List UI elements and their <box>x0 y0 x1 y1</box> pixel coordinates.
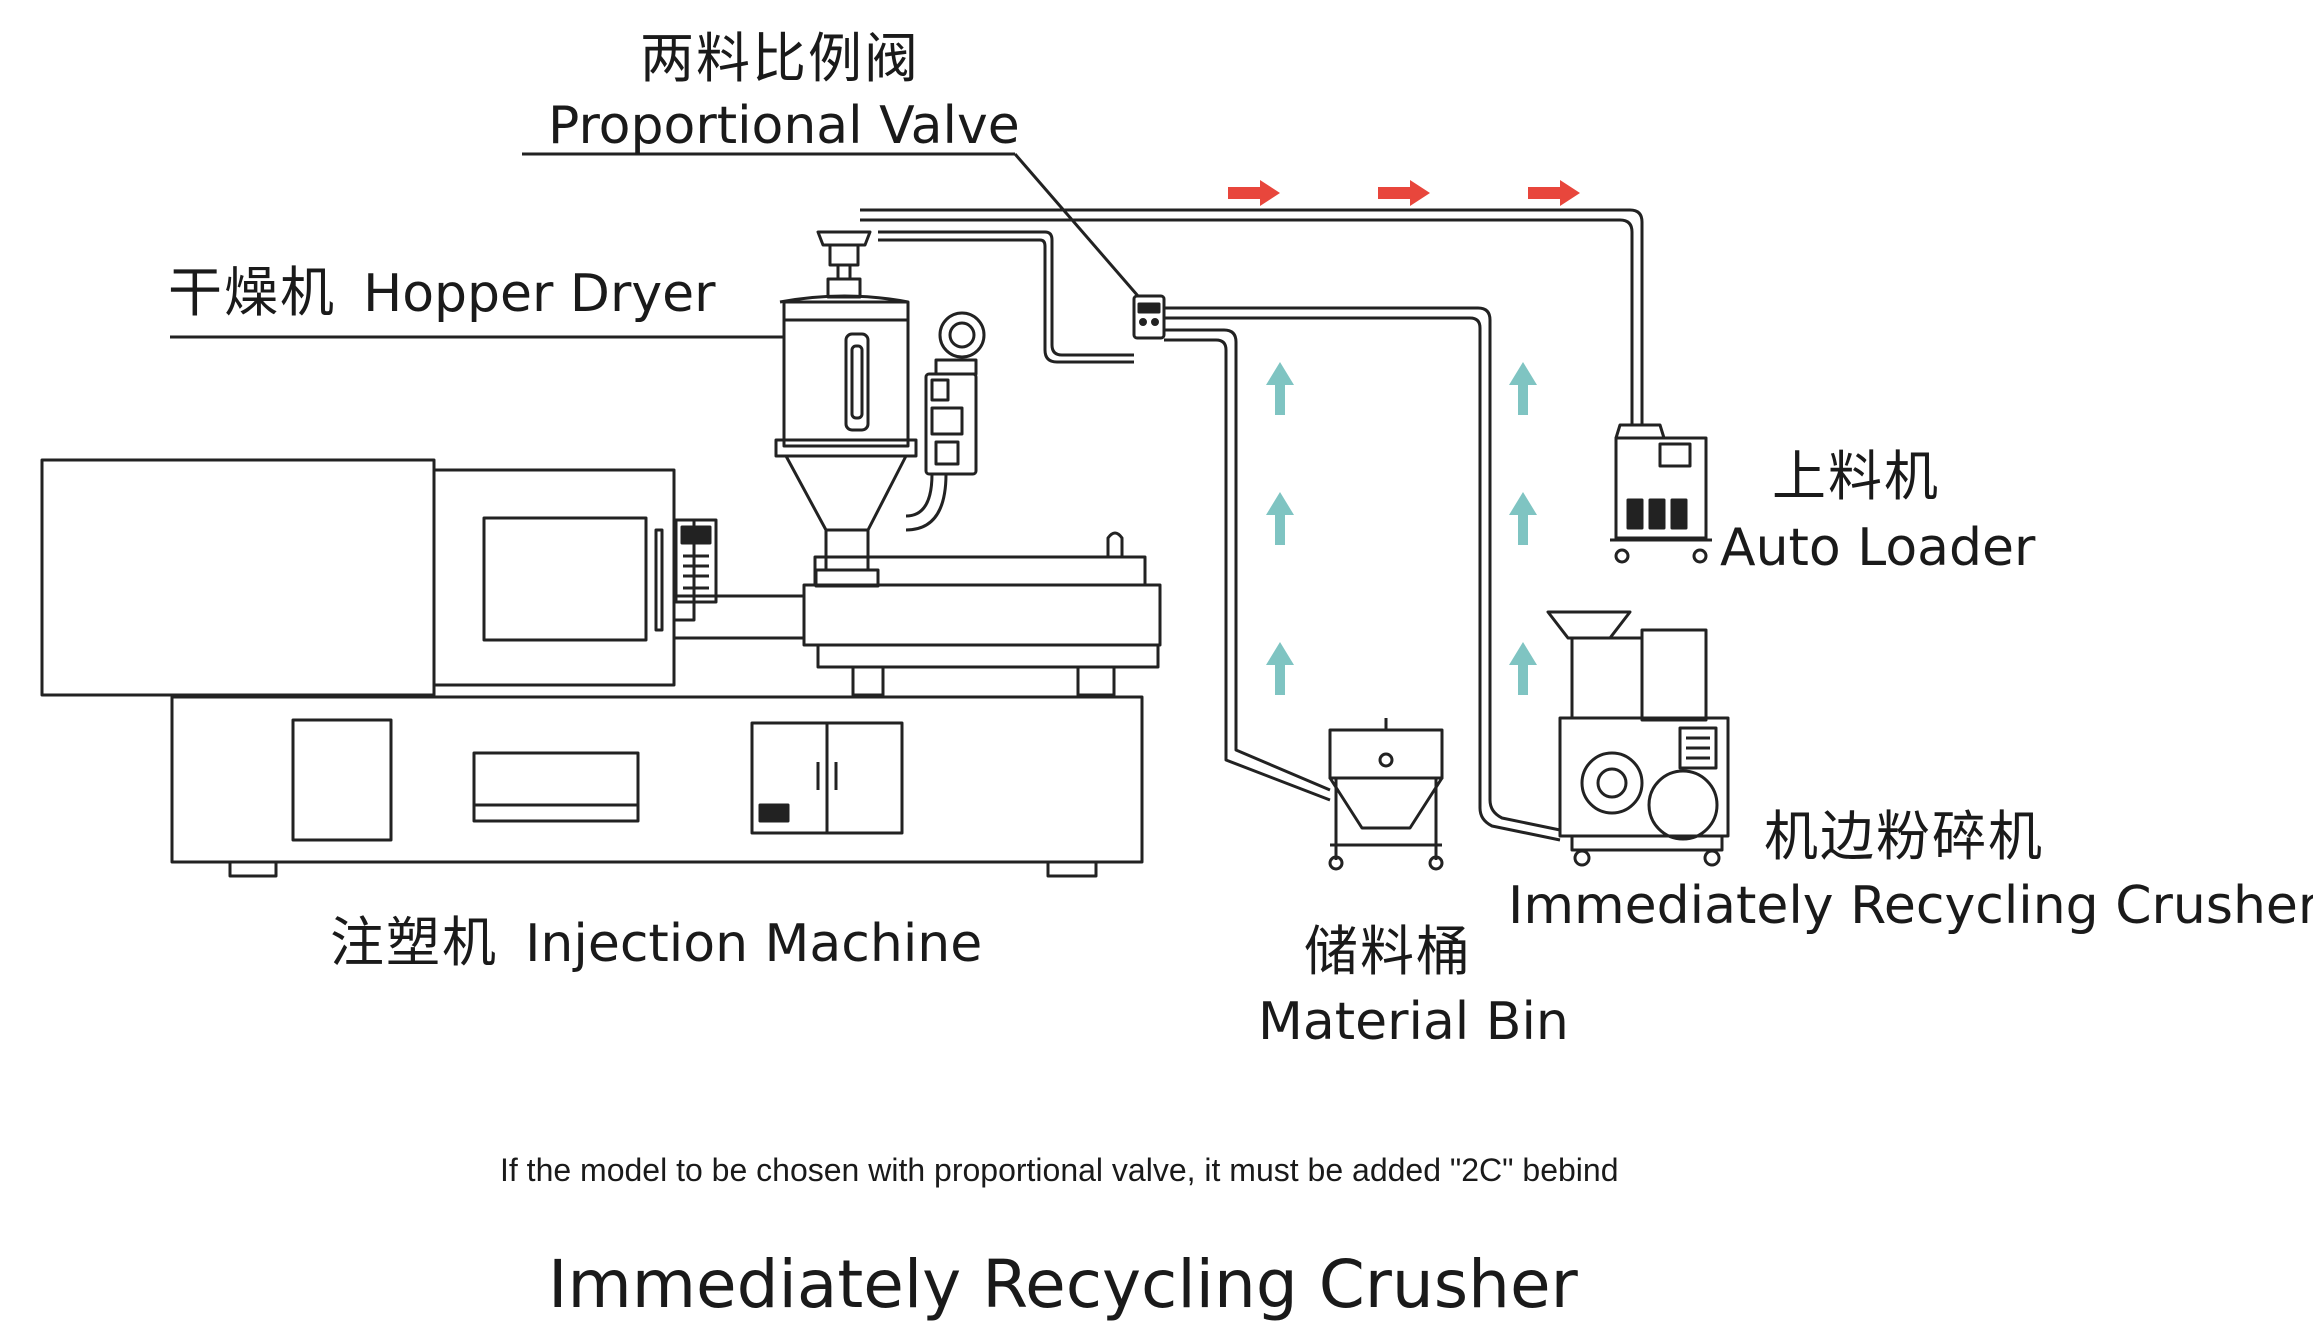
diagram-title: Immediately Recycling Crusher <box>548 1246 1578 1323</box>
proportional-valve <box>1132 294 1166 340</box>
hopper-dryer-label-en: Hopper Dryer <box>363 264 716 324</box>
model-note: If the model to be chosen with proportio… <box>500 1152 1619 1188</box>
material-bin-label-en: Material Bin <box>1258 992 1569 1052</box>
proportional-valve-label-zh: 两料比例阀 <box>640 27 920 90</box>
injection-machine-label-en: Injection Machine <box>525 914 983 974</box>
material-bin <box>1328 718 1444 871</box>
crusher-label-zh: 机边粉碎机 <box>1764 805 2044 868</box>
injection-machine-label: 注塑机 Injection Machine <box>330 916 982 971</box>
teal-flow-arrow <box>1266 362 1294 415</box>
auto-loader <box>1610 423 1712 564</box>
hopper-dryer <box>774 230 986 588</box>
red-flow-arrow <box>1378 180 1430 206</box>
teal-flow-arrow <box>1509 492 1537 545</box>
crusher-label-en: Immediately Recycling Crusher <box>1508 876 2313 936</box>
conveying-pipes <box>860 208 1644 842</box>
injection-machine <box>40 458 1162 878</box>
material-bin-label-zh: 储料桶 <box>1304 920 1472 983</box>
red-flow-arrow <box>1528 180 1580 206</box>
hopper-dryer-label: 干燥机 Hopper Dryer <box>168 266 716 321</box>
teal-flow-arrow <box>1266 492 1294 545</box>
teal-flow-arrow <box>1266 642 1294 695</box>
injection-machine-label-zh: 注塑机 <box>330 911 498 974</box>
proportional-valve-label-en: Proportional Valve <box>548 96 1020 156</box>
red-flow-arrow <box>1228 180 1280 206</box>
hopper-dryer-label-zh: 干燥机 <box>168 261 336 324</box>
teal-flow-arrow <box>1509 362 1537 415</box>
auto-loader-label-en: Auto Loader <box>1720 518 2036 578</box>
teal-flow-arrow <box>1509 642 1537 695</box>
crusher <box>1546 610 1730 867</box>
flow-arrows <box>1228 180 1580 695</box>
proportional-valve-pointer <box>1013 153 1140 297</box>
auto-loader-label-zh: 上料机 <box>1772 445 1940 508</box>
